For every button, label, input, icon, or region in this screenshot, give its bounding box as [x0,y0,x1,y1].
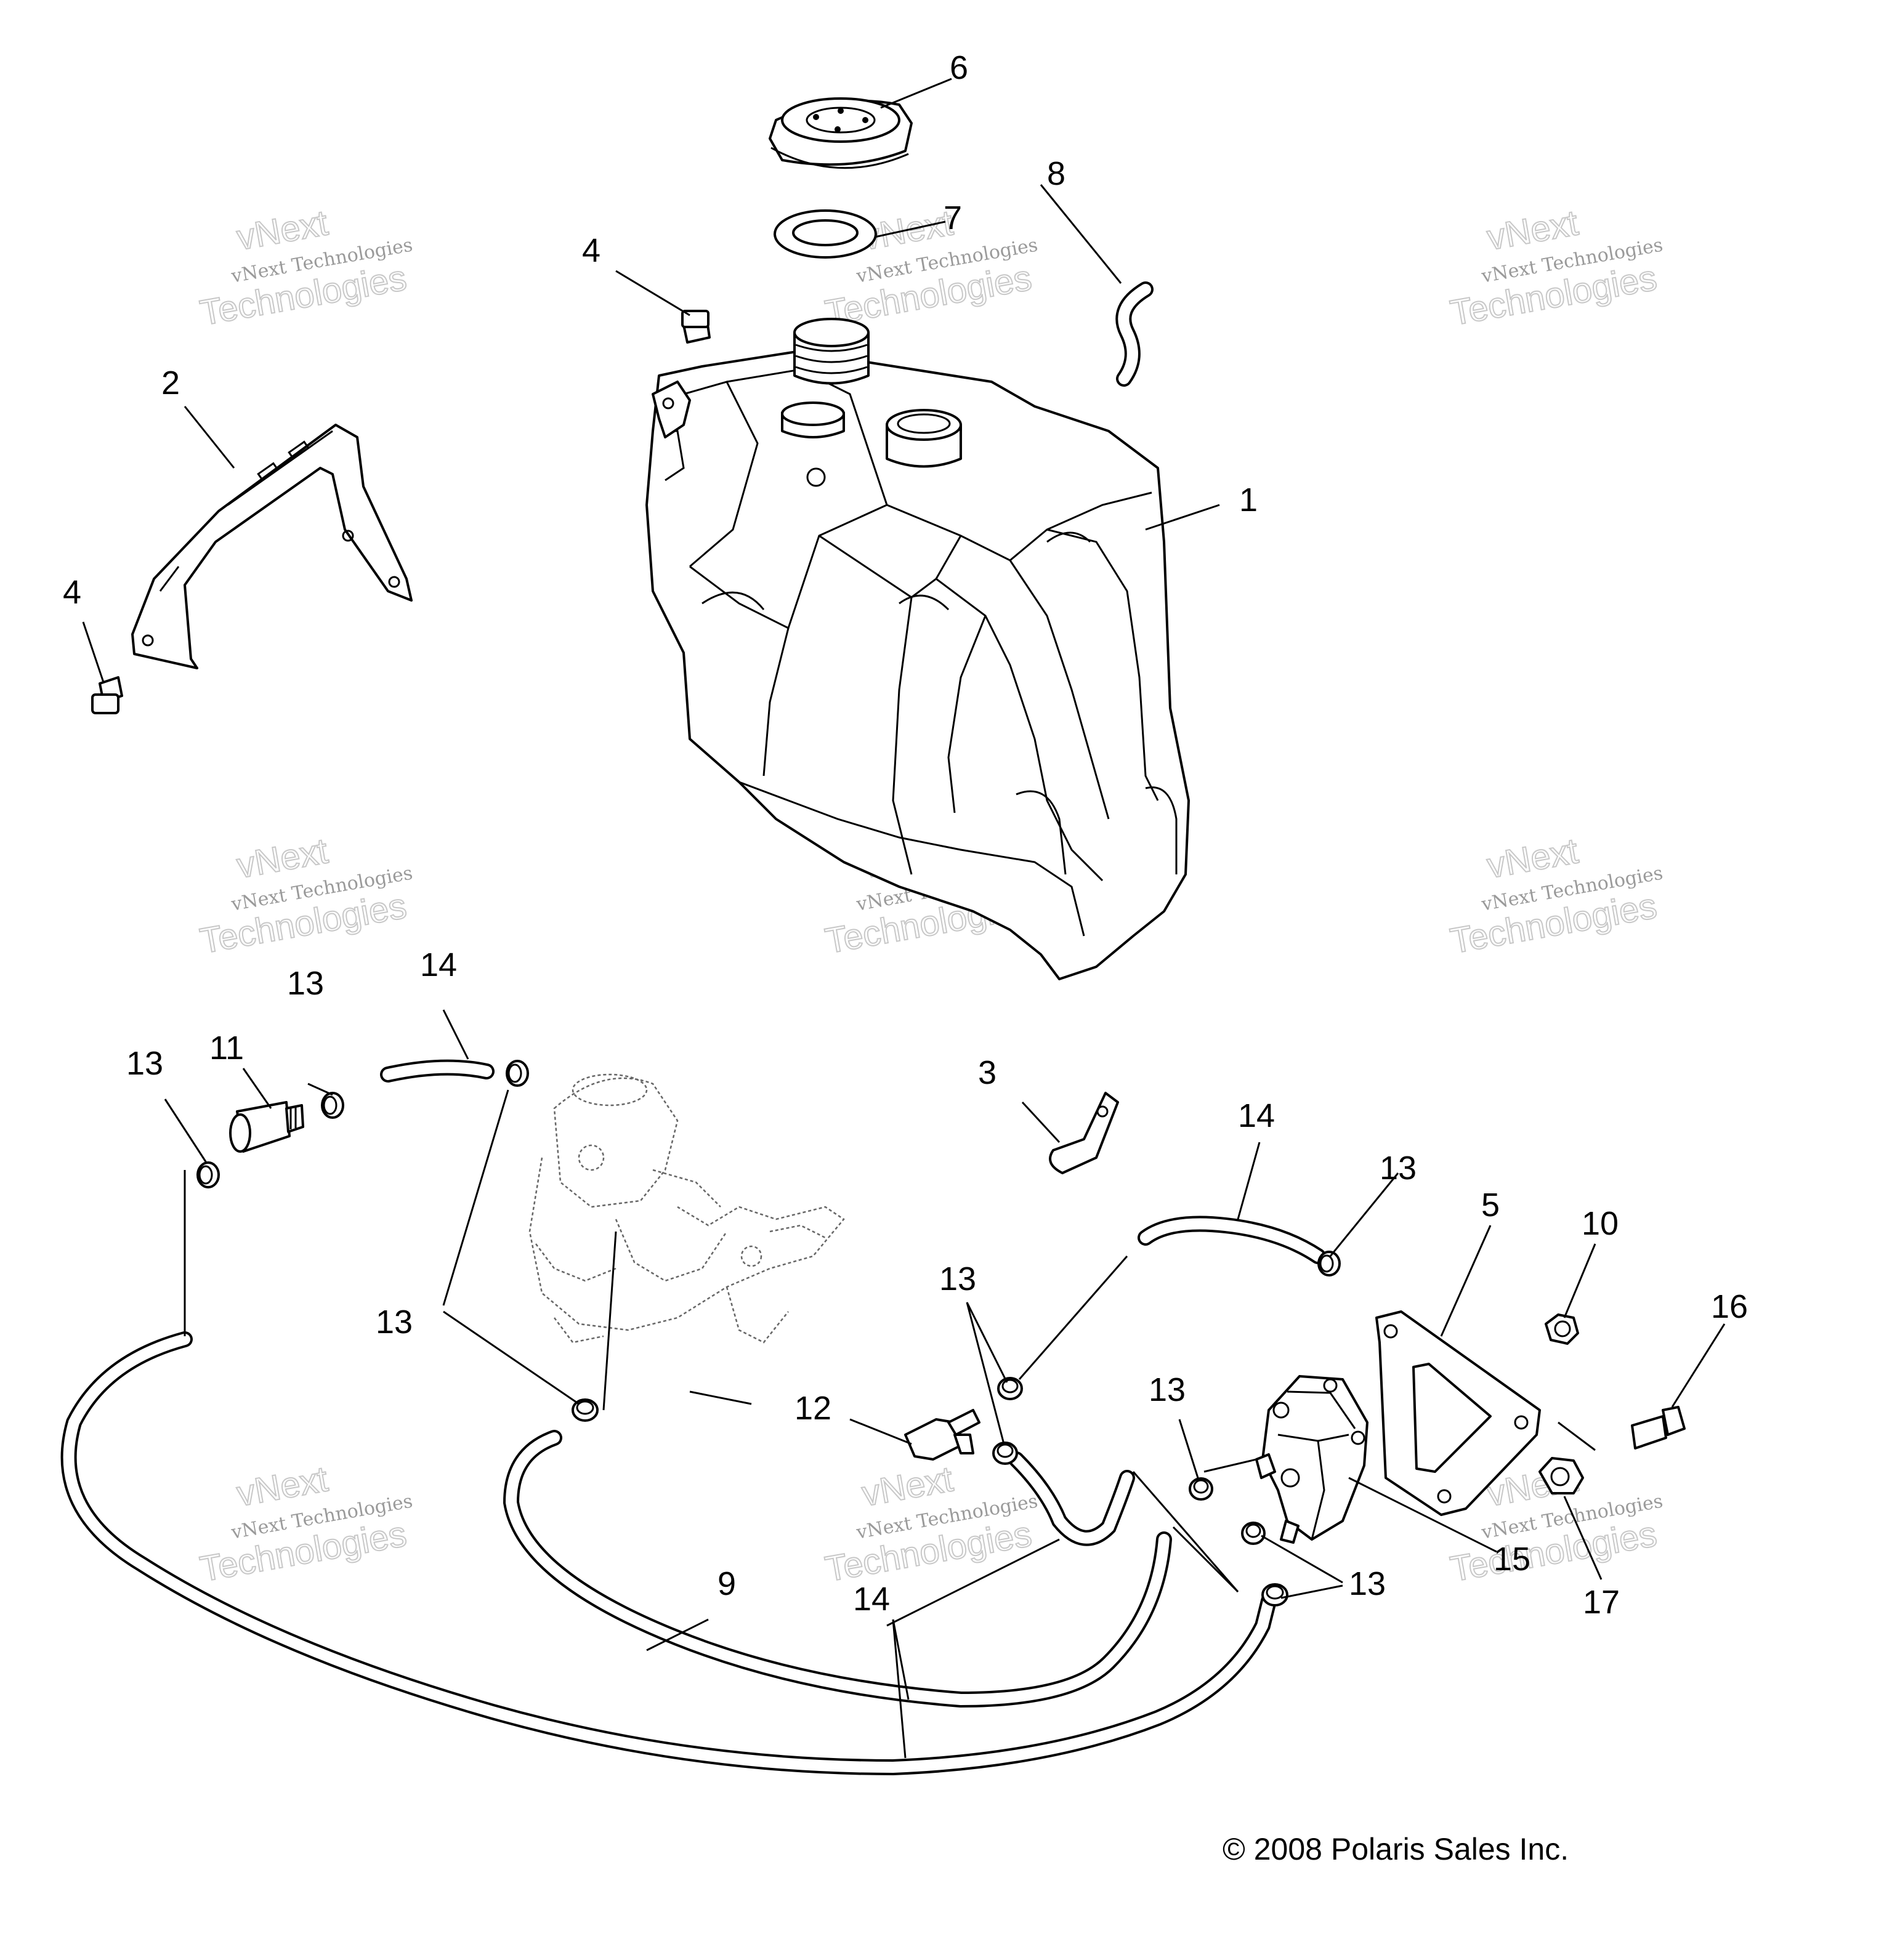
callout-3: 3 [978,1054,997,1091]
watermark-vnext: vNext [234,203,331,258]
nut-10 [1545,1313,1579,1345]
callout-15: 15 [1494,1541,1530,1578]
clamp [997,1377,1023,1400]
callout-13-mid-left: 13 [376,1304,413,1341]
tee-fitting [904,1409,980,1461]
watermark: vNext vNext Technologies Technologies [1447,830,1665,962]
carburetor-ghost [528,1073,845,1344]
callout-16: 16 [1711,1288,1748,1325]
callout-4-left: 4 [63,574,81,611]
callout-13-bottom: 13 [1349,1565,1386,1602]
mounting-bracket [131,424,413,669]
callout-13-top: 13 [287,965,324,1002]
callout-14-right: 14 [1238,1097,1275,1134]
callout-13-left: 13 [126,1045,163,1082]
clamp [572,1398,599,1422]
callout-14-bottom: 14 [853,1581,890,1618]
clamp [1317,1251,1341,1276]
fuel-pump [1255,1375,1368,1544]
clamp [1261,1583,1288,1607]
watermark: vNext vNext Technologies Technologies [822,202,1040,334]
callout-5: 5 [1481,1187,1500,1224]
callout-8: 8 [1047,155,1065,192]
screw-left [91,676,123,714]
watermark-vnext: vNext [234,831,331,886]
watermark-vnext: vNext [234,1459,331,1514]
nut-17 [1538,1457,1584,1494]
vent-line [1115,281,1154,387]
watermark: vNext vNext Technologies Technologies [1447,202,1665,334]
callout-4-top: 4 [582,232,600,269]
pump-gasket [1375,1310,1541,1516]
fuel-filter [229,1101,304,1153]
clamp [196,1161,220,1188]
watermark: vNext vNext Technologies Technologies [196,830,414,962]
fuel-lines [60,1059,1326,1776]
callout-13-pump: 13 [1149,1371,1186,1408]
callout-17: 17 [1583,1584,1620,1621]
hose-clamp-bracket [1049,1092,1119,1174]
clamp [506,1060,529,1087]
watermark: vNext vNext Technologies Technologies [822,1458,1040,1590]
leader-lines [82,78,1726,1759]
clamp [992,1442,1018,1465]
screw-top [681,310,711,344]
copyright-notice: © 2008 Polaris Sales Inc. [1223,1832,1569,1866]
fuel-tank [645,318,1190,980]
callout-14-top: 14 [420,946,457,983]
watermark: vNext vNext Technologies Technologies [196,202,414,334]
callout-9: 9 [718,1565,736,1602]
callout-13-right: 13 [1380,1150,1417,1187]
clamp [1189,1477,1213,1501]
watermark: vNext vNext Technologies Technologies [196,1458,414,1590]
clamp [1241,1522,1266,1545]
fuel-cap [769,97,913,169]
watermark-vnext: vNext [1484,831,1581,886]
watermark-vnext: vNext [1484,203,1581,258]
bolt-16 [1631,1406,1686,1450]
callout-7: 7 [944,200,962,236]
callout-labels: 6 7 8 4 2 4 1 14 13 11 13 3 14 13 5 10 1… [63,49,1748,1621]
callout-13-center: 13 [939,1260,976,1297]
watermark-vnext: vNext [859,1459,956,1514]
clamp [321,1092,344,1119]
callout-2: 2 [161,365,180,401]
callout-11: 11 [209,1030,244,1067]
callout-10: 10 [1582,1205,1619,1242]
callout-6: 6 [950,49,968,86]
callout-12: 12 [794,1390,831,1427]
gasket [774,209,877,259]
callout-1: 1 [1239,482,1258,518]
hose-clamps [196,1060,1341,1607]
